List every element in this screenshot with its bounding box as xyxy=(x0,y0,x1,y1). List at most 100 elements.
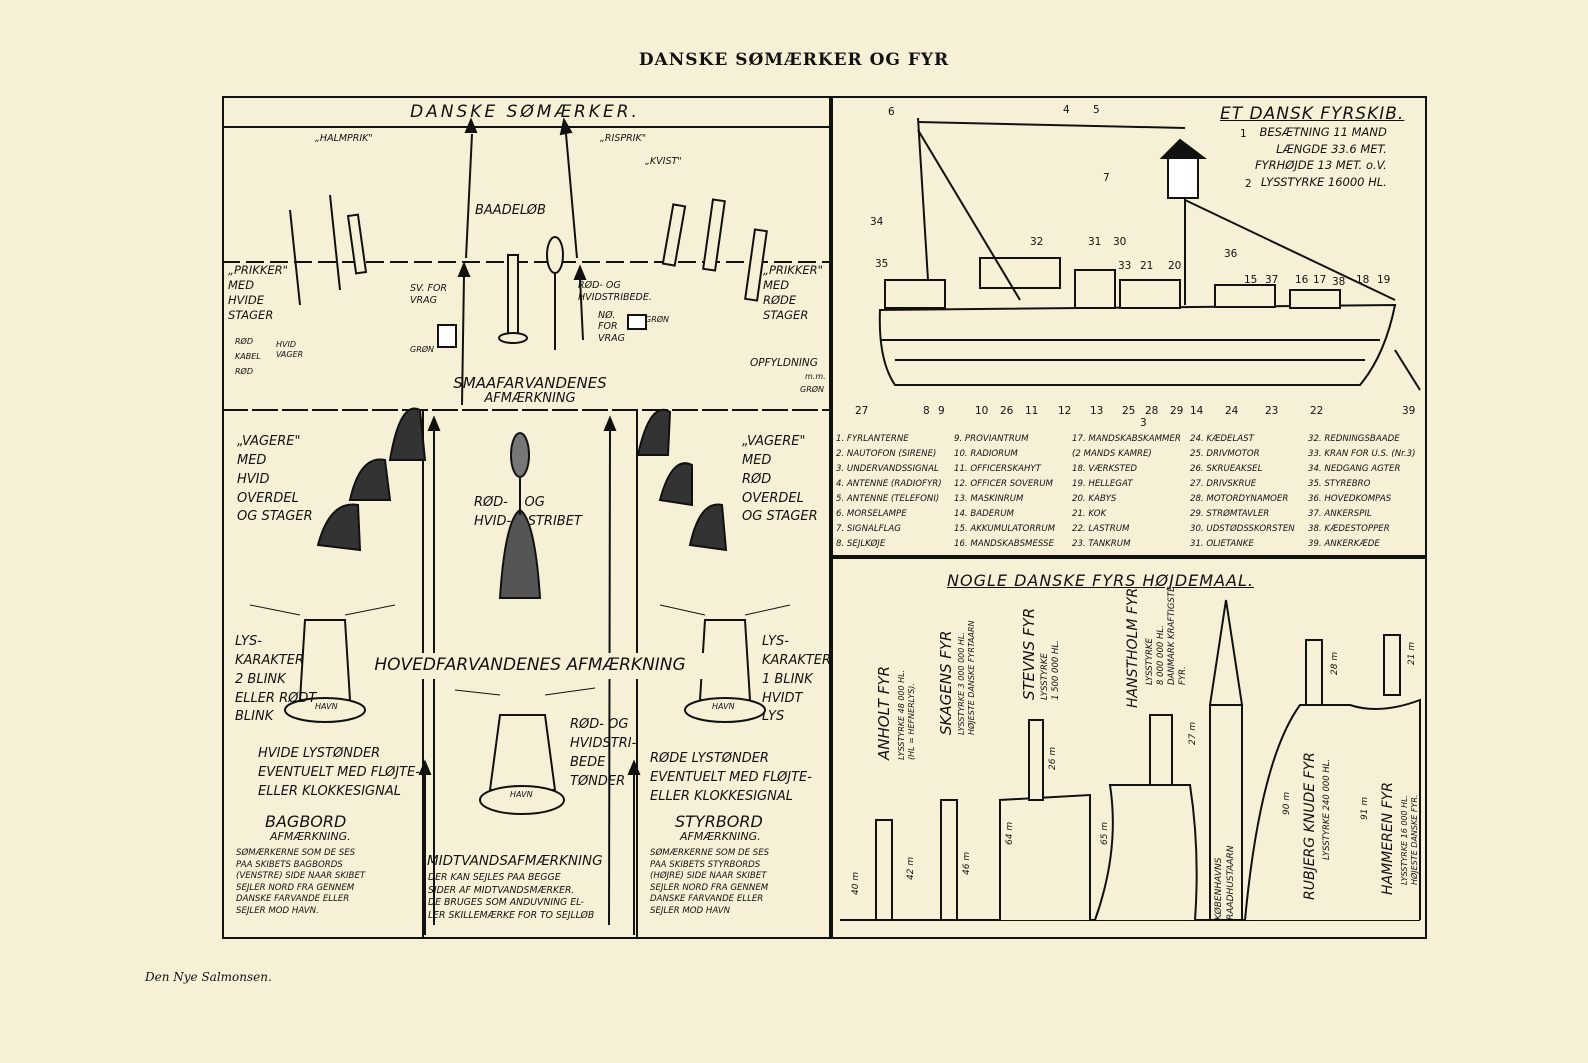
rubjerg-sub: LYSSTYRKE 240 000 HL. xyxy=(1322,758,1332,860)
dim-28m: 28 m xyxy=(1330,651,1340,675)
legend-item: 5. ANTENNE (TELEFONI) xyxy=(836,494,940,504)
legend-item: 34. NEDGANG AGTER xyxy=(1308,464,1401,474)
smaa-title: SMAAFARVANDENES xyxy=(453,374,607,392)
callout-35: 35 xyxy=(875,258,889,270)
bagbord-title: BAGBORD xyxy=(265,812,347,831)
dim-46m: 46 m xyxy=(962,851,972,875)
left-panel-heading: DANSKE SØMÆRKER. xyxy=(410,102,640,122)
legend-item: 29. STRØMTAVLER xyxy=(1190,509,1270,519)
anholt-sub: LYSSTYRKE 48 000 HL. (HL = HEFNERLYS). xyxy=(897,669,917,760)
legend-item: 7. SIGNALFLAG xyxy=(836,524,901,534)
prikker-hvide-label: „PRIKKER" MED HVIDE STAGER xyxy=(228,263,288,322)
legend-item: 38. KÆDESTOPPER xyxy=(1308,524,1390,534)
hvid-vager-label: HVID VAGER xyxy=(276,340,304,359)
legend-item: 8. SEJLKØJE xyxy=(836,539,886,549)
rod-hvid-stribet-label: RØD- OG HVID- STRIBET xyxy=(474,495,582,529)
legend-item: 19. HELLEGAT xyxy=(1072,479,1133,489)
rod-hvidstribede-tonder-label: RØD- OG HVIDSTRI- BEDE TØNDER xyxy=(570,717,637,789)
legend-item: 36. HOVEDKOMPAS xyxy=(1308,494,1392,504)
callout-38: 38 xyxy=(1332,276,1346,288)
legend-item: 26. SKRUEAKSEL xyxy=(1190,464,1263,474)
legend-item: 32. REDNINGSBAADE xyxy=(1308,434,1400,444)
legend-item: 4. ANTENNE (RADIOFYR) xyxy=(836,479,942,489)
styrbord-text: SØMÆRKERNE SOM DE SES PAA SKIBETS STYRBO… xyxy=(650,848,770,916)
dim-40m: 40 m xyxy=(851,871,861,895)
left-panel-frame xyxy=(222,96,831,939)
legend-item: 21. KOK xyxy=(1072,509,1107,519)
legend-item: (2 MANDS KAMRE) xyxy=(1072,449,1152,459)
callout-6: 6 xyxy=(888,106,895,118)
page-title: DANSKE SØMÆRKER OG FYR xyxy=(638,50,950,70)
callout-16: 16 xyxy=(1295,274,1309,286)
dim-26m: 26 m xyxy=(1048,746,1058,770)
callout-37: 37 xyxy=(1265,274,1279,286)
dim-21m: 21 m xyxy=(1407,641,1417,665)
rod-kabel-label: RØD KABEL RØD xyxy=(235,337,261,377)
callout-30: 30 xyxy=(1113,236,1127,248)
halmprik-label: „HALMPRIK" xyxy=(315,133,373,144)
hvide-lystonder-label: HVIDE LYSTØNDER EVENTUELT MED FLØJTE- EL… xyxy=(258,746,420,799)
dim-91m: 91 m xyxy=(1360,796,1370,820)
opfyldning-label: OPFYLDNING xyxy=(750,357,818,369)
callout-13: 13 xyxy=(1090,405,1104,417)
midt-text: DER KAN SEJLES PAA BEGGE SIDER AF MIDTVA… xyxy=(428,872,595,921)
legend-col-2: 9. PROVIANTRUM 10. RADIORUM 11. OFFICERS… xyxy=(954,432,1072,552)
rod-hvidstribede-label: RØD- OG HVIDSTRIBEDE. xyxy=(578,280,652,304)
bagbord-text: SØMÆRKERNE SOM DE SES PAA SKIBETS BAGBOR… xyxy=(236,848,366,916)
ship-legend: 1. FYRLANTERNE 2. NAUTOFON (SIRENE) 3. U… xyxy=(836,432,1415,552)
credit-text: Den Nye Salmonsen. xyxy=(145,970,272,984)
callout-19: 19 xyxy=(1377,274,1391,286)
legend-item: 1. FYRLANTERNE xyxy=(836,434,909,444)
legend-item: 12. OFFICER SOVERUM xyxy=(954,479,1053,489)
legend-col-3: 17. MANDSKABSKAMMER (2 MANDS KAMRE) 18. … xyxy=(1072,432,1190,552)
legend-item: 11. OFFICERSKAHYT xyxy=(954,464,1041,474)
stevns-sub: LYSSTYRKE 1 500 000 HL. xyxy=(1040,640,1062,700)
legend-item: 18. VÆRKSTED xyxy=(1072,464,1138,474)
anholt-label: ANHOLT FYR xyxy=(875,665,893,760)
callout-32: 32 xyxy=(1030,236,1044,248)
dim-90m: 90 m xyxy=(1282,791,1292,815)
callout-20: 20 xyxy=(1168,260,1182,272)
ship-specs: BESÆTNING 11 MAND LÆNGDE 33.6 MET. FYRHØ… xyxy=(1255,125,1387,190)
callout-36: 36 xyxy=(1224,248,1238,260)
ship-heading: ET DANSK FYRSKIB. xyxy=(1220,104,1405,124)
dim-27m: 27 m xyxy=(1188,721,1198,745)
midt-title: MIDTVANDSAFMÆRKNING xyxy=(427,853,603,869)
callout-4: 4 xyxy=(1063,104,1070,116)
hoved-title: HOVEDFARVANDENES AFMÆRKNING xyxy=(355,653,705,679)
no-for-vrag-label: NØ. FOR VRAG xyxy=(598,310,625,344)
hanstholm-label: HANSTHOLM FYR xyxy=(1125,587,1141,708)
heights-heading: NOGLE DANSKE FYRS HØJDEMAAL. xyxy=(947,571,1254,590)
kvist-label: „KVIST" xyxy=(645,156,682,167)
callout-24: 24 xyxy=(1225,405,1239,417)
skagens-sub: LYSSTYRKE 3 000 000 HL. HØJESTE DANSKE F… xyxy=(957,620,977,735)
prikker-rode-label: „PRIKKER" MED RØDE STAGER xyxy=(763,263,823,322)
havn-label-left: HAVN xyxy=(315,702,338,711)
callout-21: 21 xyxy=(1140,260,1154,272)
callout-31: 31 xyxy=(1088,236,1102,248)
callout-9: 9 xyxy=(938,405,945,417)
legend-item: 2. NAUTOFON (SIRENE) xyxy=(836,449,937,459)
legend-item: 35. STYREBRO xyxy=(1308,479,1371,489)
mm-label: m.m. xyxy=(805,372,826,381)
legend-item: 39. ANKERKÆDE xyxy=(1308,539,1380,549)
legend-item: 13. MASKINRUM xyxy=(954,494,1024,504)
legend-item: 24. KÆDELAST xyxy=(1190,434,1254,444)
gron-opfyldning-label: GRØN xyxy=(800,385,825,394)
legend-item: 31. OLIETANKE xyxy=(1190,539,1254,549)
callout-29: 29 xyxy=(1170,405,1184,417)
callout-33: 33 xyxy=(1118,260,1132,272)
callout-2: 2 xyxy=(1245,178,1252,190)
callout-27: 27 xyxy=(855,405,869,417)
styrbord-title: STYRBORD xyxy=(675,812,763,831)
legend-item: 16. MANDSKABSMESSE xyxy=(954,539,1054,549)
hammeren-label: HAMMEREN FYR xyxy=(1380,782,1396,895)
legend-item: 23. TANKRUM xyxy=(1072,539,1131,549)
callout-1: 1 xyxy=(1240,128,1247,140)
rode-lystonder-label: RØDE LYSTØNDER EVENTUELT MED FLØJTE- ELL… xyxy=(650,751,812,804)
legend-col-5: 32. REDNINGSBAADE 33. KRAN FOR U.S. (Nr.… xyxy=(1308,432,1418,552)
callout-18: 18 xyxy=(1356,274,1370,286)
gron-label-left: GRØN xyxy=(410,345,435,354)
dim-42m: 42 m xyxy=(906,856,916,880)
